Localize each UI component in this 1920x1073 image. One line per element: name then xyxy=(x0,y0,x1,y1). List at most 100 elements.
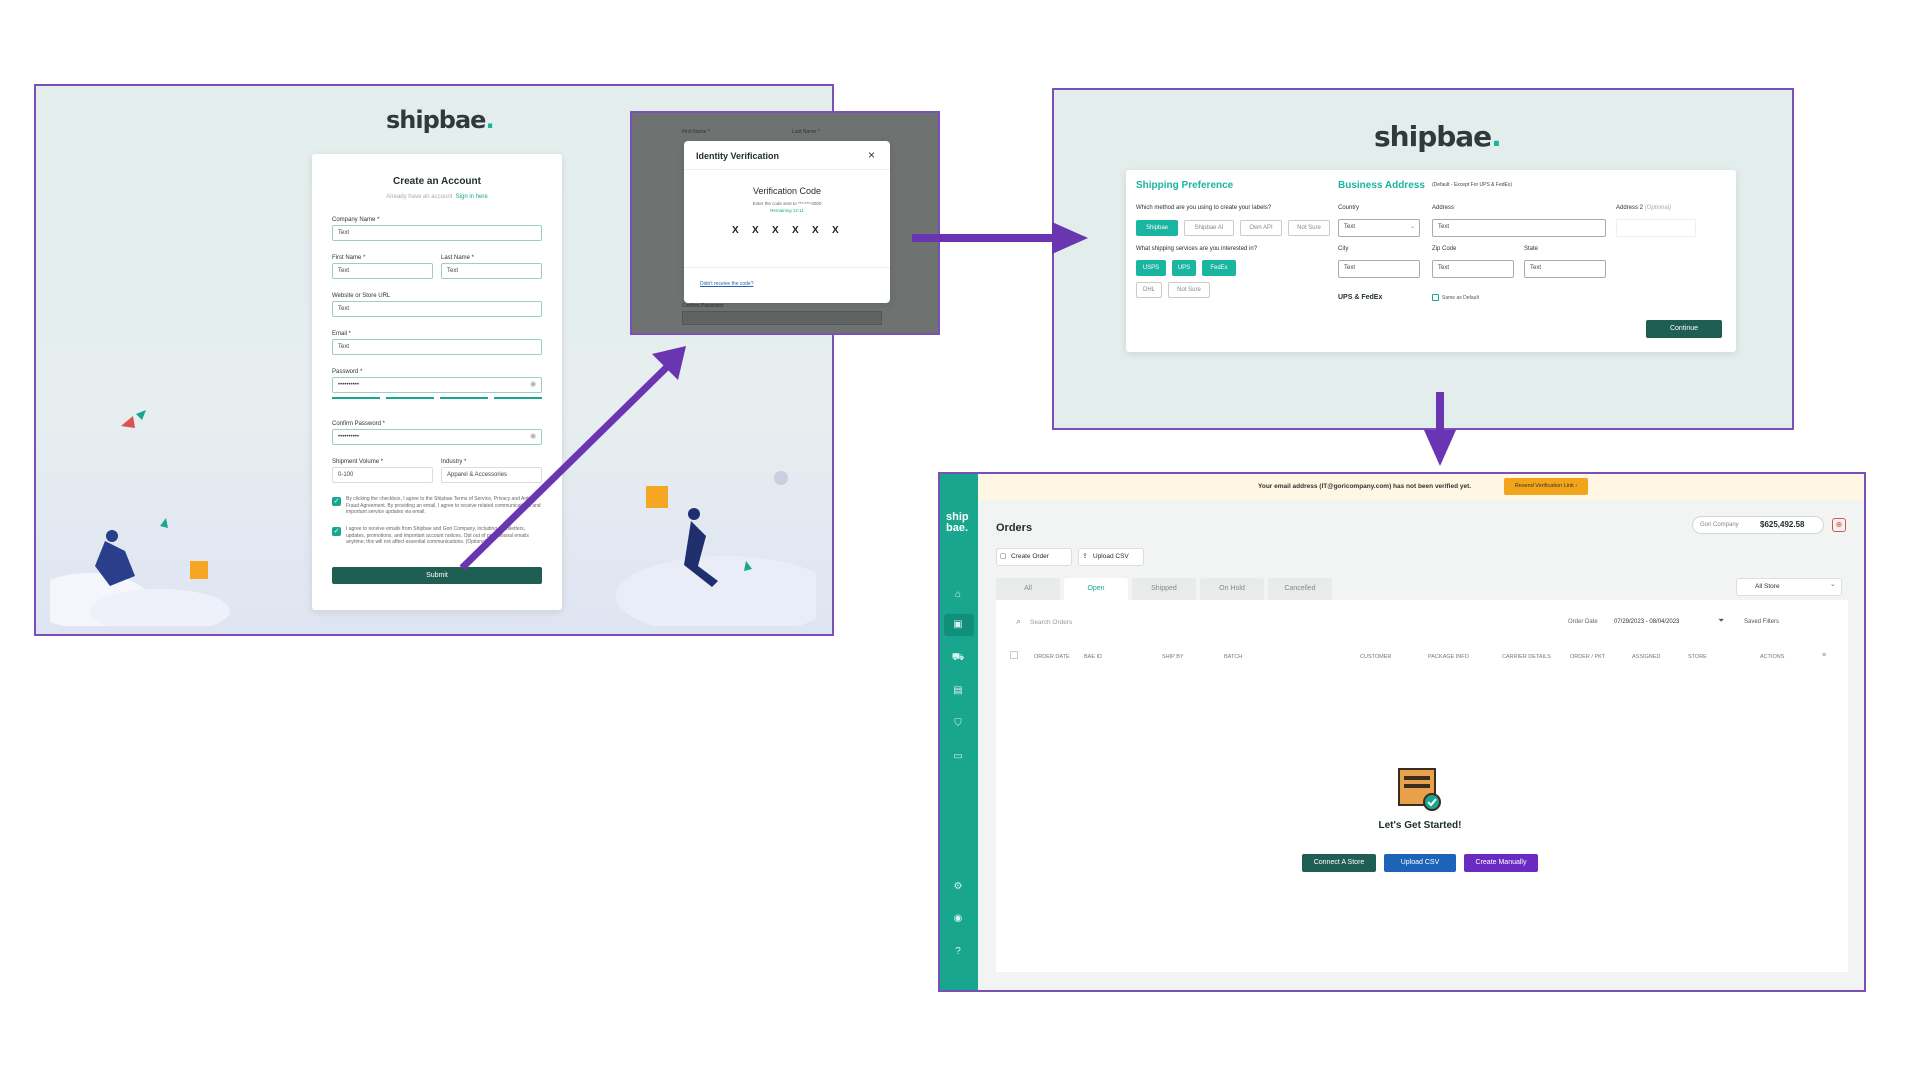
gear-icon[interactable]: ⚙ xyxy=(953,881,963,892)
terms-checkbox[interactable]: ✓ xyxy=(332,497,341,506)
bg-first-label: First Name * xyxy=(682,129,710,135)
company-balance-pill[interactable] xyxy=(1692,516,1824,534)
code-digit-3[interactable]: X xyxy=(772,225,779,236)
address-input[interactable]: Text xyxy=(1432,219,1606,237)
password-input[interactable]: •••••••••• xyxy=(332,377,542,393)
city-label: City xyxy=(1338,246,1349,252)
select-all-checkbox[interactable] xyxy=(1010,651,1018,659)
user-icon[interactable]: ◉ xyxy=(953,913,963,924)
tab-shipped[interactable]: Shipped xyxy=(1132,578,1196,600)
tab-all[interactable]: All xyxy=(996,578,1060,600)
eye-icon[interactable]: ◉ xyxy=(530,381,537,388)
address2-input[interactable] xyxy=(1616,219,1696,237)
service-option-usps[interactable]: USPS xyxy=(1136,260,1166,276)
column-header: BATCH xyxy=(1224,654,1243,660)
code-digit-1[interactable]: X xyxy=(732,225,739,236)
help-icon[interactable]: ? xyxy=(955,946,961,957)
balance-amount: $625,492.58 xyxy=(1760,520,1805,529)
service-option-dhl[interactable]: DHL xyxy=(1136,282,1162,298)
service-option-not-sure[interactable]: Not Sure xyxy=(1168,282,1210,298)
connect-store-button[interactable]: Connect A Store xyxy=(1302,854,1376,872)
ups-fedex-label: UPS & FedEx xyxy=(1338,294,1383,301)
method-option-shipbae[interactable]: Shipbae xyxy=(1136,220,1178,236)
column-settings-icon[interactable]: ≡ xyxy=(1822,652,1827,659)
column-header: ORDER DATE xyxy=(1034,654,1070,660)
home-icon[interactable]: ⌂ xyxy=(954,589,962,600)
service-option-fedex[interactable]: FedEx xyxy=(1202,260,1236,276)
city-input[interactable]: Text xyxy=(1338,260,1420,278)
signin-link[interactable]: Sign in here xyxy=(455,194,488,200)
verification-banner xyxy=(940,474,1864,500)
method-option-shipbae-ai[interactable]: Shipbae AI xyxy=(1184,220,1234,236)
create-manually-button[interactable]: Create Manually xyxy=(1464,854,1538,872)
service-option-ups[interactable]: UPS xyxy=(1172,260,1196,276)
upload-csv-button[interactable]: Upload CSV xyxy=(1384,854,1456,872)
website-label: Website or Store URL xyxy=(332,293,391,299)
company-label: Company Name * xyxy=(332,217,380,223)
document-icon[interactable]: ▤ xyxy=(953,685,963,696)
zip-input[interactable]: Text xyxy=(1432,260,1514,278)
state-label: State xyxy=(1524,246,1539,252)
signin-prompt: Already have an account Sign in here xyxy=(386,194,488,200)
search-input[interactable]: Search Orders xyxy=(1030,619,1073,626)
code-digit-5[interactable]: X xyxy=(812,225,819,236)
orders-icon[interactable]: ▣ xyxy=(953,619,963,630)
upload-csv-top-button[interactable]: Upload CSV xyxy=(1078,548,1144,566)
upload-icon: ⇪ xyxy=(1082,553,1088,560)
code-digit-6[interactable]: X xyxy=(832,225,839,236)
column-header: SHIP BY xyxy=(1162,654,1184,660)
order-date-range[interactable]: 07/29/2023 - 08/04/2023 xyxy=(1614,619,1680,625)
sidebar-active-bg xyxy=(944,614,974,636)
store-select[interactable]: All Store xyxy=(1736,578,1842,596)
paper-plane-icon xyxy=(121,410,146,428)
same-default-checkbox[interactable] xyxy=(1432,294,1439,301)
divider xyxy=(684,267,890,268)
tab-on-hold[interactable]: On Hold xyxy=(1200,578,1264,600)
close-icon[interactable]: × xyxy=(868,148,876,162)
email-input[interactable]: Text xyxy=(332,339,542,355)
eye-icon[interactable]: ◉ xyxy=(530,433,537,440)
sidebar xyxy=(940,474,978,990)
saved-filters-select[interactable]: Saved Filters xyxy=(1744,619,1780,625)
arrowhead xyxy=(652,346,686,380)
column-header: ORDER / PKT xyxy=(1570,654,1606,660)
volume-select[interactable]: 0-100 xyxy=(332,467,433,483)
shipping-preference-title: Shipping Preference xyxy=(1136,180,1234,191)
industry-select[interactable]: Apparel & Accessories xyxy=(441,467,542,483)
first-name-input[interactable]: Text xyxy=(332,263,433,279)
method-question: Which method are you using to create you… xyxy=(1136,205,1272,211)
continue-button[interactable]: Continue xyxy=(1646,320,1722,338)
submit-button[interactable]: Submit xyxy=(332,567,542,584)
address-label: Address xyxy=(1432,205,1455,211)
truck-icon[interactable]: ⛟ xyxy=(951,652,965,663)
state-input[interactable]: Text xyxy=(1524,260,1606,278)
tab-cancelled[interactable]: Cancelled xyxy=(1268,578,1332,600)
shield-icon[interactable]: ⛉ xyxy=(954,718,962,729)
tab-open[interactable]: Open xyxy=(1064,578,1128,600)
column-header: ACTIONS xyxy=(1760,654,1785,660)
confirm-password-input[interactable]: •••••••••• xyxy=(332,429,542,445)
last-name-input[interactable]: Text xyxy=(441,263,542,279)
last-name-label: Last Name * xyxy=(441,255,475,261)
create-order-button[interactable]: Create Order xyxy=(996,548,1072,566)
filter-icon[interactable]: ⏷ xyxy=(1718,616,1725,625)
code-digit-4[interactable]: X xyxy=(792,225,799,236)
country-select[interactable]: Text xyxy=(1338,219,1420,237)
website-input[interactable]: Text xyxy=(332,301,542,317)
remaining-timer: Remaining 12:11 xyxy=(770,208,804,213)
card-icon[interactable]: ▭ xyxy=(953,751,963,762)
code-digit-2[interactable]: X xyxy=(752,225,759,236)
company-input[interactable]: Text xyxy=(332,225,542,241)
email-label: Email * xyxy=(332,331,352,337)
shipbae-logo: shipbae. xyxy=(1374,120,1502,153)
resend-verification-button[interactable]: Resend Verification Link › xyxy=(1504,478,1588,495)
empty-state-title: Let's Get Started! xyxy=(1378,820,1462,831)
method-option-not-sure[interactable]: Not Sure xyxy=(1288,220,1330,236)
column-header: STORE xyxy=(1688,654,1707,660)
notification-icon[interactable]: ⊕ xyxy=(1832,518,1846,532)
marketing-checkbox[interactable]: ✓ xyxy=(332,527,341,536)
first-name-label: First Name * xyxy=(332,255,366,261)
method-option-own-api[interactable]: Own API xyxy=(1240,220,1282,236)
resend-code-link[interactable]: Didn't receive the code? xyxy=(700,281,754,287)
